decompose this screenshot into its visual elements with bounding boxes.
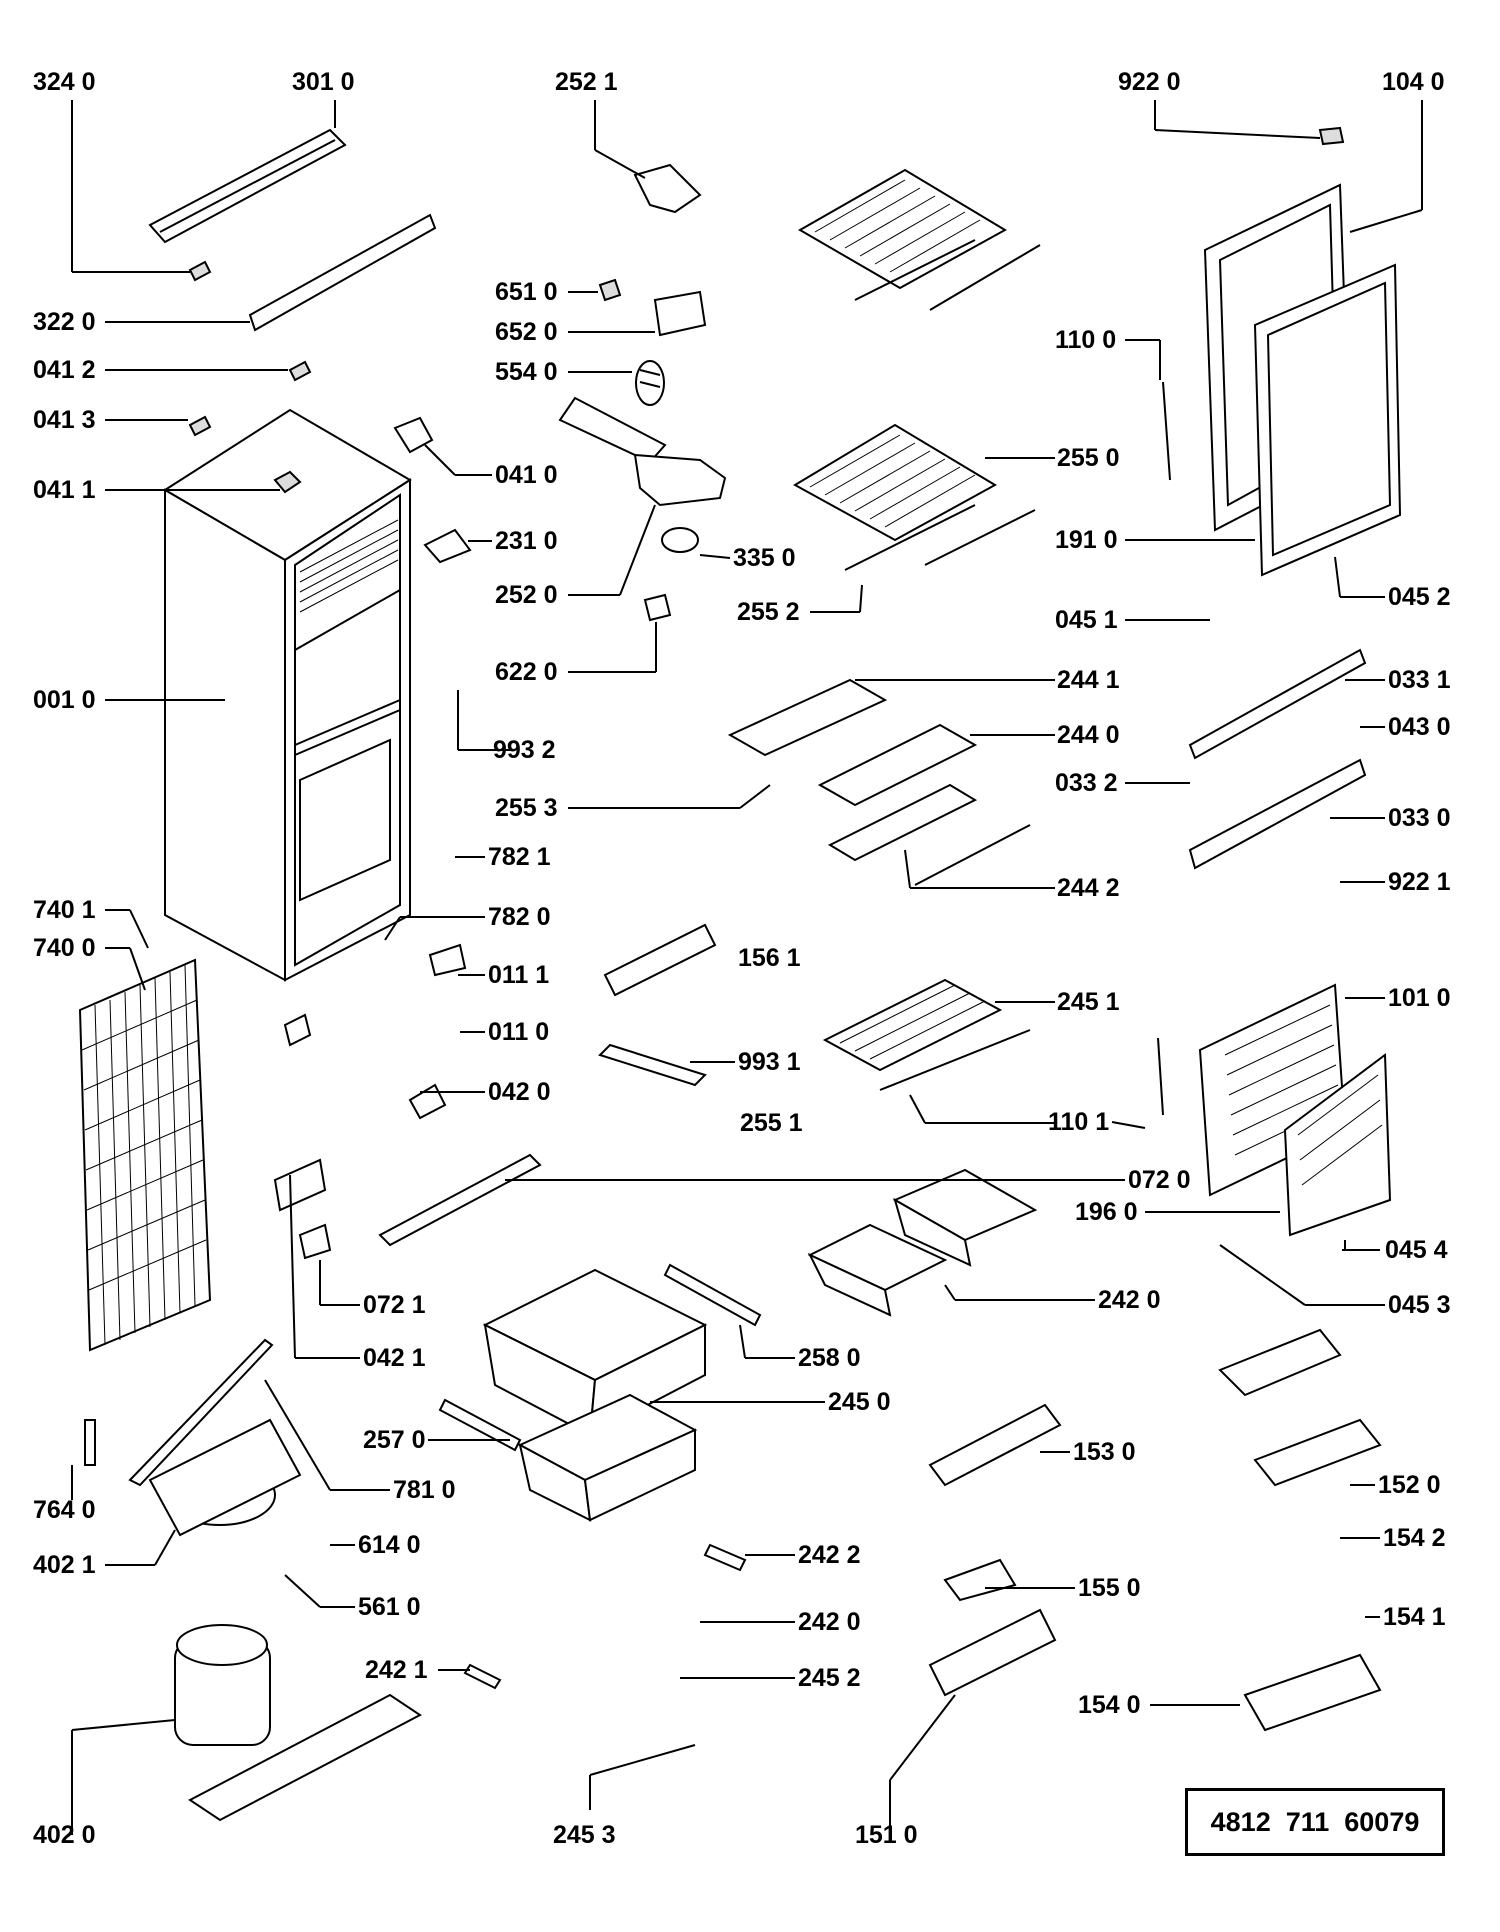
part-label: 155 0 bbox=[1078, 1574, 1141, 1602]
part-label: 740 0 bbox=[33, 934, 96, 962]
leader-lines bbox=[71, 100, 1423, 1835]
part-label: 244 1 bbox=[1057, 666, 1120, 694]
part-label: 033 2 bbox=[1055, 769, 1118, 797]
part-label: 245 2 bbox=[798, 1664, 861, 1692]
part-label: 652 0 bbox=[495, 318, 558, 346]
part-label: 072 0 bbox=[1128, 1166, 1191, 1194]
part-label: 781 0 bbox=[393, 1476, 456, 1504]
part-label: 242 0 bbox=[798, 1608, 861, 1636]
part-label: 152 0 bbox=[1378, 1471, 1441, 1499]
part-label: 255 3 bbox=[495, 794, 558, 822]
part-label: 252 1 bbox=[555, 68, 618, 96]
part-label: 011 1 bbox=[488, 961, 549, 989]
part-label: 154 2 bbox=[1383, 1524, 1446, 1552]
part-label: 922 0 bbox=[1118, 68, 1181, 96]
wire-shelf-part bbox=[727, 168, 1041, 1091]
part-label: 242 0 bbox=[1098, 1286, 1161, 1314]
part-label: 041 3 bbox=[33, 406, 96, 434]
part-label: 045 4 bbox=[1385, 1236, 1448, 1264]
part-label: 033 0 bbox=[1388, 804, 1451, 832]
thermostat-part bbox=[393, 163, 727, 622]
freezer-door-part bbox=[1157, 983, 1392, 1237]
part-label: 561 0 bbox=[358, 1593, 421, 1621]
part-label: 154 1 bbox=[1383, 1603, 1446, 1631]
part-label: 242 1 bbox=[365, 1656, 428, 1684]
part-label: 153 0 bbox=[1073, 1438, 1136, 1466]
part-label: 614 0 bbox=[358, 1531, 421, 1559]
part-label: 104 0 bbox=[1382, 68, 1445, 96]
part-label: 042 0 bbox=[488, 1078, 551, 1106]
part-label: 255 2 bbox=[737, 598, 800, 626]
part-label: 033 1 bbox=[1388, 666, 1451, 694]
part-label: 043 0 bbox=[1388, 713, 1451, 741]
part-label: 324 0 bbox=[33, 68, 96, 96]
part-label: 110 0 bbox=[1055, 326, 1116, 354]
part-label: 554 0 bbox=[495, 358, 558, 386]
part-label: 402 0 bbox=[33, 1821, 96, 1849]
part-label: 042 1 bbox=[363, 1344, 426, 1372]
part-label: 001 0 bbox=[33, 686, 96, 714]
document-number-box: 4812 711 60079 bbox=[1185, 1788, 1445, 1856]
clip-part bbox=[188, 415, 212, 437]
part-label: 782 1 bbox=[488, 843, 551, 871]
clip-part bbox=[188, 260, 212, 282]
compressor-part bbox=[128, 1338, 422, 1822]
hinge-bar-part bbox=[1188, 758, 1367, 870]
part-label: 740 1 bbox=[33, 896, 96, 924]
part-label: 072 1 bbox=[363, 1291, 426, 1319]
door-shelf-part bbox=[928, 1328, 1382, 1732]
part-label: 651 0 bbox=[495, 278, 558, 306]
cabinet-part bbox=[163, 408, 412, 982]
part-label: 322 0 bbox=[33, 308, 96, 336]
part-label: 255 1 bbox=[740, 1109, 803, 1137]
part-label: 045 1 bbox=[1055, 606, 1118, 634]
front-rail-part bbox=[248, 213, 437, 332]
part-label: 231 0 bbox=[495, 527, 558, 555]
part-label: 764 0 bbox=[33, 1496, 96, 1524]
hinge-bar-part bbox=[1188, 648, 1367, 760]
part-label: 245 1 bbox=[1057, 988, 1120, 1016]
part-label: 154 0 bbox=[1078, 1691, 1141, 1719]
part-label: 156 1 bbox=[738, 944, 801, 972]
part-label: 245 0 bbox=[828, 1388, 891, 1416]
part-label: 257 0 bbox=[363, 1426, 426, 1454]
part-label: 622 0 bbox=[495, 658, 558, 686]
part-label: 244 0 bbox=[1057, 721, 1120, 749]
part-labels: 324 0 301 0 252 1 922 0 104 0 322 0 041 … bbox=[33, 68, 1451, 1849]
part-label: 041 2 bbox=[33, 356, 96, 384]
part-label: 244 2 bbox=[1057, 874, 1120, 902]
part-label: 045 3 bbox=[1388, 1291, 1451, 1319]
part-label: 993 2 bbox=[493, 736, 556, 764]
part-label: 101 0 bbox=[1388, 984, 1451, 1012]
part-label: 041 1 bbox=[33, 476, 96, 504]
part-label: 301 0 bbox=[292, 68, 355, 96]
part-label: 196 0 bbox=[1075, 1198, 1138, 1226]
part-label: 041 0 bbox=[495, 461, 558, 489]
part-label: 110 1 bbox=[1048, 1108, 1109, 1136]
part-label: 258 0 bbox=[798, 1344, 861, 1372]
part-label: 335 0 bbox=[733, 544, 796, 572]
part-label: 242 2 bbox=[798, 1541, 861, 1569]
part-label: 255 0 bbox=[1057, 444, 1120, 472]
part-label: 191 0 bbox=[1055, 526, 1118, 554]
part-label: 245 3 bbox=[553, 1821, 616, 1849]
part-label: 252 0 bbox=[495, 581, 558, 609]
part-label: 151 0 bbox=[855, 1821, 918, 1849]
small-parts bbox=[84, 923, 762, 1690]
part-label: 011 0 bbox=[488, 1018, 549, 1046]
part-label: 045 2 bbox=[1388, 583, 1451, 611]
door-part bbox=[1162, 126, 1402, 577]
part-label: 402 1 bbox=[33, 1551, 96, 1579]
part-label: 782 0 bbox=[488, 903, 551, 931]
condenser-part bbox=[78, 958, 212, 1352]
part-label: 993 1 bbox=[738, 1048, 801, 1076]
clip-part bbox=[288, 360, 312, 382]
crisper-drawer-part bbox=[482, 1168, 1038, 1522]
part-label: 922 1 bbox=[1388, 868, 1451, 896]
